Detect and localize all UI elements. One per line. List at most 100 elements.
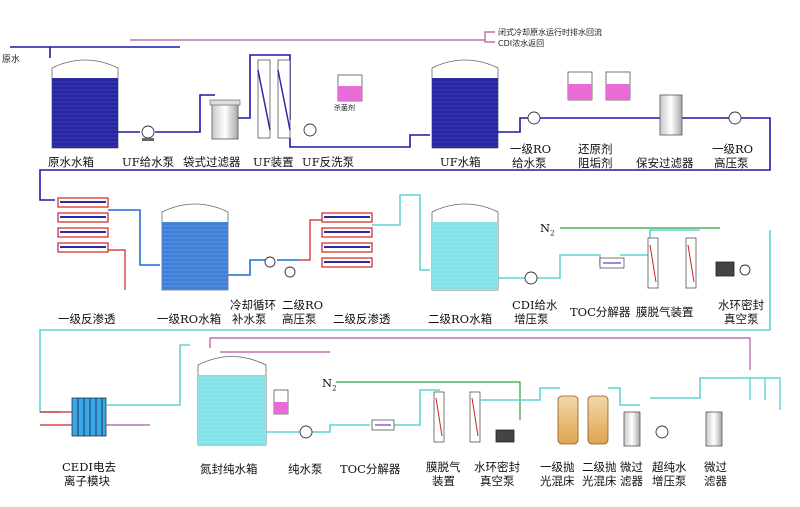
return-loop-line [209, 337, 751, 370]
row-connector-line [39, 230, 771, 413]
dosing-vessel-3 [273, 389, 289, 415]
polishing-line [480, 377, 740, 406]
ro2-hp-pump-label-2: 高压泵 [282, 312, 317, 326]
uf-unit-label: UF装置 [253, 155, 294, 169]
ro1-water-tank [161, 203, 229, 291]
cdi-pump-label-2: 增压泵 [514, 312, 549, 326]
ro1-membrane-rack [57, 197, 109, 253]
cedi-label-1: CEDI电去 [62, 460, 116, 474]
polish-2-label-a: 二级抛 [582, 460, 617, 474]
security-filter-label: 保安过滤器 [636, 156, 694, 170]
n2-label-bottom-sub: 2 [332, 384, 337, 393]
uf-tank-label: UF水箱 [440, 155, 481, 169]
ro1-product-line [108, 209, 160, 266]
n2-label-top-main: N [540, 221, 551, 235]
ro1-tank-label: 一级RO水箱 [157, 312, 222, 326]
n2-label-bottom-main: N [322, 376, 333, 390]
dosing-label: 杀菌剂 [334, 104, 355, 112]
uf-backwash-pump-icon [303, 123, 317, 137]
cdi-feed-pump-icon [524, 271, 538, 285]
ro2-tank-label: 二级RO水箱 [428, 312, 493, 326]
reductant-label-2: 阻垢剂 [578, 156, 613, 170]
toc-2-label: TOC分解器 [340, 462, 401, 476]
uf-water-tank [431, 59, 499, 149]
vac-pump-1-label-a: 水环密封 [718, 298, 764, 312]
n2-label-top: N2 [540, 221, 555, 240]
micro-filter-1 [623, 411, 641, 447]
ro1-membrane-label: 一级反渗透 [58, 312, 116, 326]
toc-1-label: TOC分解器 [570, 305, 631, 319]
note-cooling-return: 闭式冷却原水运行时排水回流 [498, 28, 602, 37]
ro2-membrane-label: 二级反渗透 [333, 312, 391, 326]
reductant-label-1: 还原剂 [578, 142, 613, 156]
cedi-module-icon [71, 397, 107, 437]
vacuum-pump-1-icon [715, 261, 751, 277]
cedi-lines [40, 344, 190, 426]
note-cdi-return: CDI浓水返回 [498, 39, 545, 48]
uf-feed-pump-icon [141, 125, 155, 141]
raw-water-inlet-line [10, 46, 180, 58]
ro2-feed-line [228, 259, 300, 276]
pure-water-line [266, 389, 440, 433]
pure-water-pump-icon [299, 425, 313, 439]
ro2-product-line [372, 194, 430, 271]
cdi-pump-label-1: CDI给水 [512, 298, 558, 312]
bactericide-dosing-tank [337, 74, 363, 102]
degas-2-label-b: 装置 [432, 474, 455, 488]
polish-1-label-b: 光混床 [540, 474, 575, 488]
ro1-feed-pump-icon [527, 111, 541, 125]
cooling-pump-label-2: 补水泵 [232, 312, 267, 326]
vac-pump-1-label-b: 真空泵 [724, 312, 759, 326]
upw-pump-label-2: 增压泵 [652, 474, 687, 488]
vac-pump-2-label-a: 水环密封 [474, 460, 520, 474]
polishing-mixed-bed-1 [557, 395, 579, 445]
uf-feed-pump-label: UF给水泵 [122, 155, 175, 169]
raw-tank-label: 原水水箱 [48, 155, 94, 169]
ro2-membrane-rack [321, 212, 373, 268]
bag-filter-label: 袋式过滤器 [183, 155, 241, 169]
uf-backwash-label: UF反洗泵 [302, 155, 355, 169]
cooling-pump-label-1: 冷却循环 [230, 298, 276, 312]
pure-pump-label: 纯水泵 [288, 462, 323, 476]
degas-2-label-a: 膜脱气 [426, 460, 461, 474]
ro1-feed-pump-label-1: 一级RO [510, 142, 552, 156]
n2-label-bottom: N2 [322, 376, 337, 395]
ro2-water-tank [431, 203, 499, 291]
ro1-feed-pump-label-2: 给水泵 [512, 156, 547, 170]
micro-filter-2 [705, 411, 723, 447]
ro1-hp-pump-label-2: 高压泵 [714, 156, 749, 170]
polish-1-label-a: 一级抛 [540, 460, 575, 474]
vac-pump-2-label-b: 真空泵 [480, 474, 515, 488]
ro1-hp-pump-label-1: 一级RO [712, 142, 754, 156]
uf-unit-icon [257, 59, 291, 139]
microfilter-2-label-a: 微过 [704, 460, 727, 474]
toc-uv-1-icon [599, 257, 625, 269]
n2-label-top-sub: 2 [550, 229, 555, 238]
degas-1-label: 膜脱气装置 [636, 305, 694, 319]
cooling-pump-icon [264, 256, 296, 278]
polishing-mixed-bed-2 [587, 395, 609, 445]
toc-uv-2-icon [371, 419, 395, 431]
cdi-feed-line [498, 229, 700, 279]
ro2-hp-pump-label-1: 二级RO [282, 298, 324, 312]
membrane-degasser-2-icon [433, 391, 481, 443]
n2-line-bottom [336, 381, 521, 420]
ro1-drain-line [108, 249, 126, 290]
microfilter-1-label-a: 微过 [620, 460, 643, 474]
reductant-dosing-tanks [567, 71, 631, 101]
membrane-degasser-1-icon [647, 237, 697, 289]
upw-booster-pump-icon [655, 425, 669, 439]
raw-water-tank [51, 59, 119, 149]
n2-tank-label: 氮封纯水箱 [200, 462, 258, 476]
n2-sealed-pure-tank [197, 356, 267, 446]
user-point-lines [740, 377, 781, 410]
cedi-label-2: 离子模块 [64, 474, 110, 488]
raw-water-label: 原水 [2, 55, 21, 65]
top-return-line [130, 31, 495, 43]
ro2-side-lines [300, 219, 322, 261]
vacuum-pump-2-icon [495, 429, 515, 443]
microfilter-1-label-b: 滤器 [620, 474, 643, 488]
uf-product-line [289, 134, 430, 148]
